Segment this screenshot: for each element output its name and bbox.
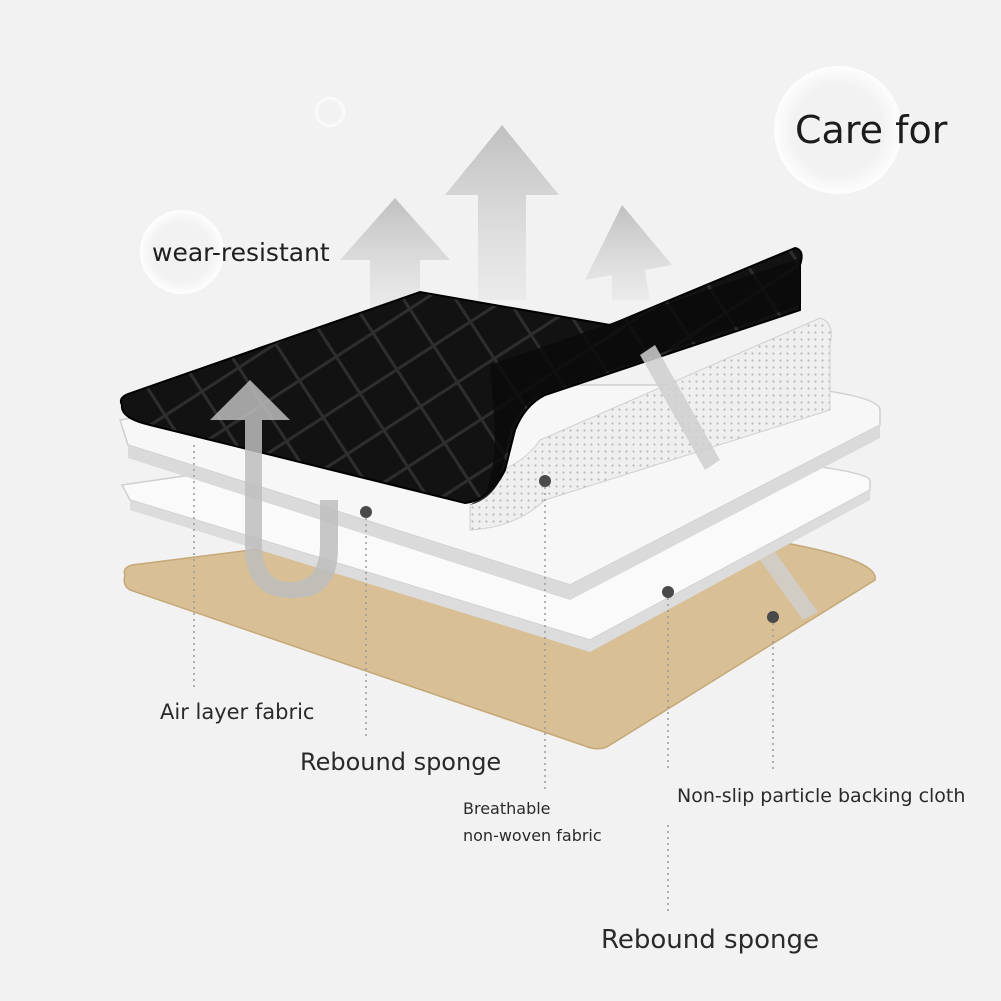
fabric-curl-edge (470, 258, 800, 505)
dot-rebound-upper (360, 506, 372, 518)
arrow-left-up-icon (340, 198, 450, 310)
nonwoven-fabric-layer (469, 317, 832, 531)
label-rebound-sponge-lower: Rebound sponge (601, 925, 819, 955)
bubble-small (315, 97, 345, 127)
bubble-title (774, 66, 902, 194)
title-care-for: Care for (795, 108, 948, 152)
upper-sponge-edge (128, 425, 880, 600)
label-breathable-line1: Breathable (463, 799, 551, 818)
dot-breathable (539, 475, 551, 487)
airflow-diagonal-arrow-icon (640, 345, 720, 470)
dot-rebound-lower (662, 586, 674, 598)
airflow-arrows (340, 125, 672, 310)
airflow-curve-arrow-icon (210, 380, 338, 599)
bubble-decorations (140, 66, 902, 294)
label-nonslip-backing: Non-slip particle backing cloth (677, 785, 966, 807)
dot-nonslip (767, 611, 779, 623)
label-rebound-sponge-upper: Rebound sponge (300, 748, 502, 776)
lower-sponge-edge (130, 490, 870, 652)
leader-lines (193, 445, 774, 915)
leader-dots (360, 475, 779, 623)
air-layer-fabric (119, 246, 803, 505)
arrow-center-up-icon (445, 125, 559, 300)
airflow-lower-arrow-icon (760, 552, 818, 620)
label-breathable-nonwoven: Breathable non-woven fabric (463, 795, 602, 849)
label-breathable-line2: non-woven fabric (463, 826, 602, 845)
bubble-feature (140, 210, 224, 294)
feature-wear-resistant: wear-resistant (152, 238, 330, 267)
arrow-right-up-icon (585, 205, 672, 300)
label-air-layer-fabric: Air layer fabric (160, 700, 315, 724)
